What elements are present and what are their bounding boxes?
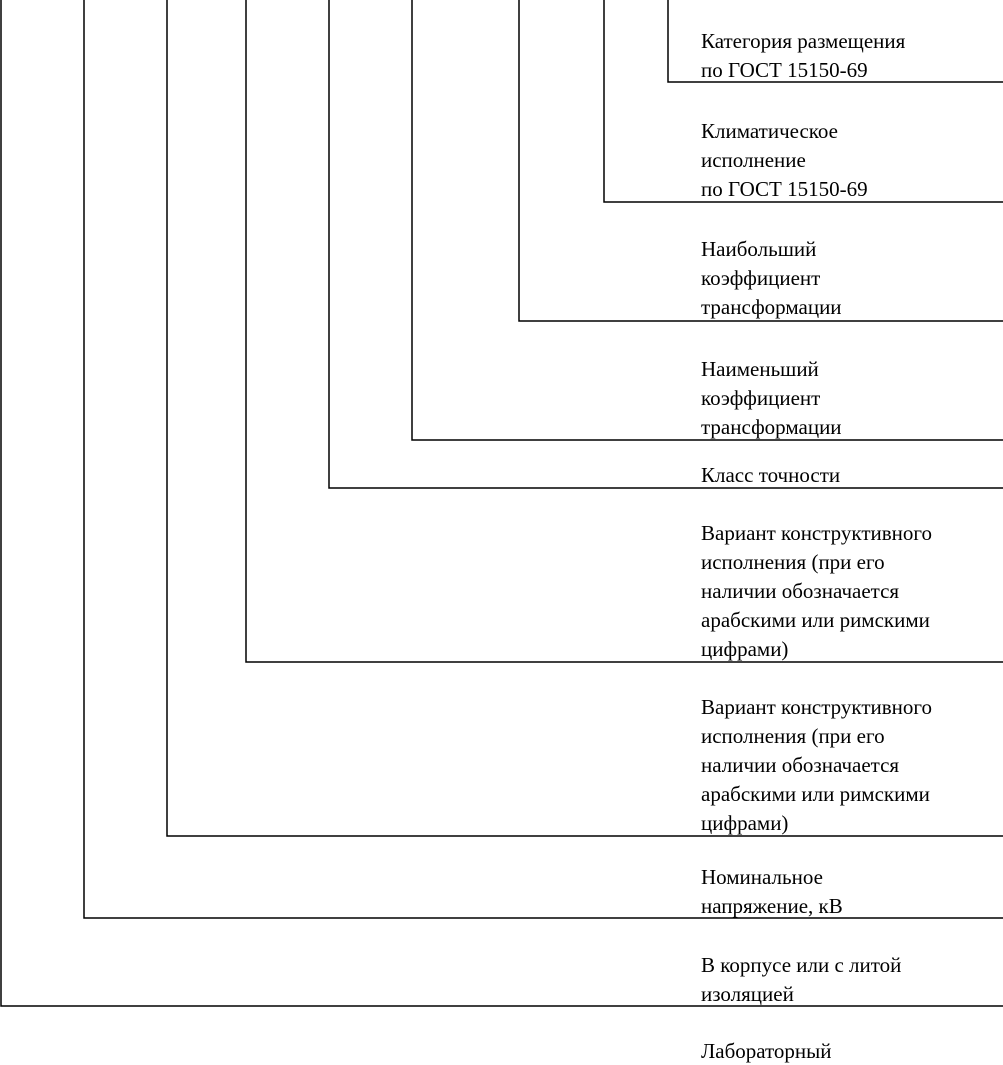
- label-enclosure: В корпусе или с литой изоляцией: [701, 953, 902, 1006]
- connector-min-ratio: [411, 0, 1003, 441]
- label-design-variant-2: Вариант конструктивного исполнения (при …: [701, 695, 932, 835]
- label-min-ratio: Наименьший коэффициент трансформации: [701, 357, 842, 439]
- label-climatic: Климатическое исполнение по ГОСТ 15150-6…: [701, 119, 868, 201]
- connector-design-variant-1: [245, 0, 1003, 663]
- label-laboratory: Лабораторный: [701, 1039, 832, 1063]
- connector-rated-voltage: [83, 0, 1003, 919]
- connector-category: [667, 0, 1003, 83]
- connector-design-variant-2: [166, 0, 1003, 837]
- label-accuracy-class: Класс точности: [701, 463, 841, 487]
- label-max-ratio: Наибольший коэффициент трансформации: [701, 237, 842, 319]
- connector-enclosure: [0, 0, 1003, 1007]
- connector-climatic: [603, 0, 1003, 203]
- connector-max-ratio: [518, 0, 1003, 322]
- label-category: Категория размещения по ГОСТ 15150-69: [701, 29, 906, 82]
- connector-accuracy-class: [328, 0, 1003, 489]
- label-rated-voltage: Номинальное напряжение, кВ: [701, 865, 843, 918]
- label-design-variant-1: Вариант конструктивного исполнения (при …: [701, 521, 932, 661]
